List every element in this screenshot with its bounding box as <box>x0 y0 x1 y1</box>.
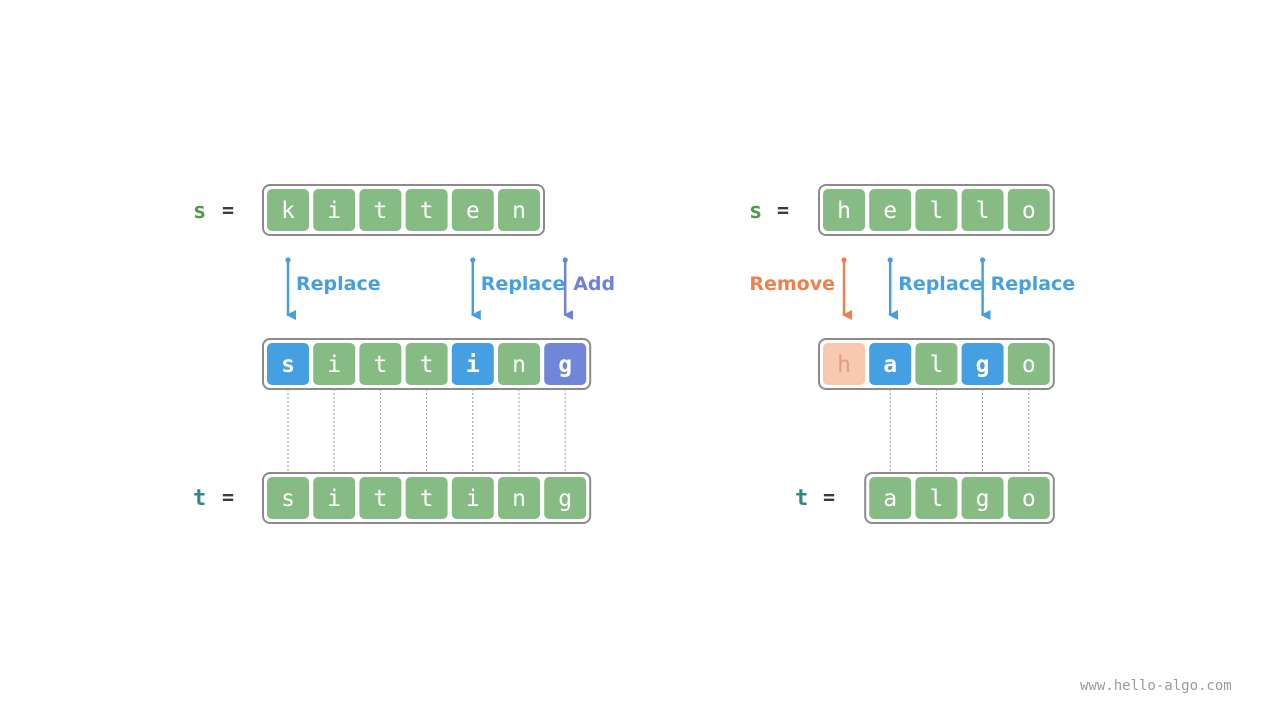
right-t-char: l <box>929 486 943 512</box>
left-mid-cell <box>405 343 448 385</box>
right-s-char: o <box>1022 198 1036 224</box>
right-mid-cell <box>823 343 865 385</box>
left-t-cell <box>405 477 448 519</box>
right-mid-char: g <box>976 352 990 378</box>
right-s-char: e <box>883 198 897 224</box>
left-mid-cell <box>359 343 402 385</box>
right-t-cell <box>961 477 1004 519</box>
right-mid-char: a <box>883 352 897 378</box>
left-t-char: n <box>512 486 526 512</box>
left-t-char: g <box>558 486 572 512</box>
right-t-label: t <box>795 486 808 511</box>
right-t-cell <box>915 477 958 519</box>
left-s-equals: = <box>222 198 234 222</box>
left-mid-char: i <box>327 352 341 378</box>
right-t-frame <box>864 472 1055 524</box>
right-mid-cell <box>961 343 1004 385</box>
left-t-char: s <box>281 486 295 512</box>
right-s-cell <box>915 189 958 231</box>
left-mid-cell <box>498 343 540 385</box>
left-mid-cell <box>267 343 309 385</box>
left-s-cell <box>267 189 309 231</box>
right-s-cell <box>869 189 912 231</box>
left-mid-char: g <box>558 352 572 378</box>
left-s-cell <box>313 189 356 231</box>
left-t-char: i <box>466 486 480 512</box>
left-s-char: i <box>327 198 341 224</box>
right-alignment-guides <box>889 389 1030 474</box>
left-t-label: t <box>193 486 206 511</box>
right-operations: Remove Replace Replace <box>749 257 1076 320</box>
right-t-char: g <box>976 486 990 512</box>
right-mid-cell <box>1007 343 1050 385</box>
right-example: s = h e l l o Remove Replace Replace h a l g o t =… <box>749 184 1076 524</box>
left-t-cell <box>498 477 540 519</box>
right-mid-char: o <box>1022 352 1036 378</box>
left-s-char: t <box>420 198 434 224</box>
right-mid-char: h <box>837 352 851 378</box>
left-s-char: k <box>281 198 295 224</box>
left-mid-char: n <box>512 352 526 378</box>
left-t-cell <box>544 477 587 519</box>
left-s-cell <box>451 189 494 231</box>
left-mid-cell <box>313 343 356 385</box>
left-mid-cell <box>451 343 494 385</box>
right-t-char: a <box>883 486 897 512</box>
right-t-cell <box>869 477 912 519</box>
right-s-equals: = <box>777 198 789 222</box>
left-s-cell <box>405 189 448 231</box>
right-op-replace-label: Replace <box>991 273 1076 295</box>
left-t-cell <box>359 477 402 519</box>
right-t-equals: = <box>823 485 835 509</box>
left-t-char: t <box>373 486 387 512</box>
right-s-char: l <box>976 198 990 224</box>
left-s-char: t <box>373 198 387 224</box>
left-mid-char: i <box>466 352 480 378</box>
right-t-char: o <box>1022 486 1036 512</box>
watermark: www.hello-algo.com <box>1080 678 1232 694</box>
left-s-cell <box>498 189 540 231</box>
left-mid-cell <box>544 343 587 385</box>
left-t-char: t <box>420 486 434 512</box>
left-t-char: i <box>327 486 341 512</box>
left-mid-char: t <box>373 352 387 378</box>
right-mid-cell <box>869 343 912 385</box>
left-mid-char: t <box>420 352 434 378</box>
right-mid-cell <box>915 343 958 385</box>
left-mid-char: s <box>281 352 295 378</box>
right-s-cell <box>961 189 1004 231</box>
left-op-add-label: Add <box>573 273 615 295</box>
left-s-cell <box>359 189 402 231</box>
right-t-cell <box>1007 477 1050 519</box>
right-s-char: h <box>837 198 851 224</box>
left-t-cell <box>451 477 494 519</box>
left-op-replace-label: Replace <box>481 273 566 295</box>
left-s-char: n <box>512 198 526 224</box>
right-s-label: s <box>749 199 762 224</box>
right-s-cell <box>1007 189 1050 231</box>
right-op-replace-label: Replace <box>898 273 983 295</box>
left-example: s = k i t t e n Replace Replace Add s i t t i n g t =… <box>193 184 615 524</box>
right-mid-char: l <box>929 352 943 378</box>
left-s-label: s <box>193 199 206 224</box>
right-op-remove-label: Remove <box>749 273 835 295</box>
right-s-char: l <box>929 198 943 224</box>
left-op-replace-label: Replace <box>296 273 381 295</box>
left-t-cell <box>267 477 309 519</box>
left-s-char: e <box>466 198 480 224</box>
right-s-cell <box>823 189 865 231</box>
left-t-cell <box>313 477 356 519</box>
left-operations: Replace Replace Add <box>285 257 615 320</box>
left-alignment-guides <box>287 389 566 474</box>
left-t-equals: = <box>222 485 234 509</box>
